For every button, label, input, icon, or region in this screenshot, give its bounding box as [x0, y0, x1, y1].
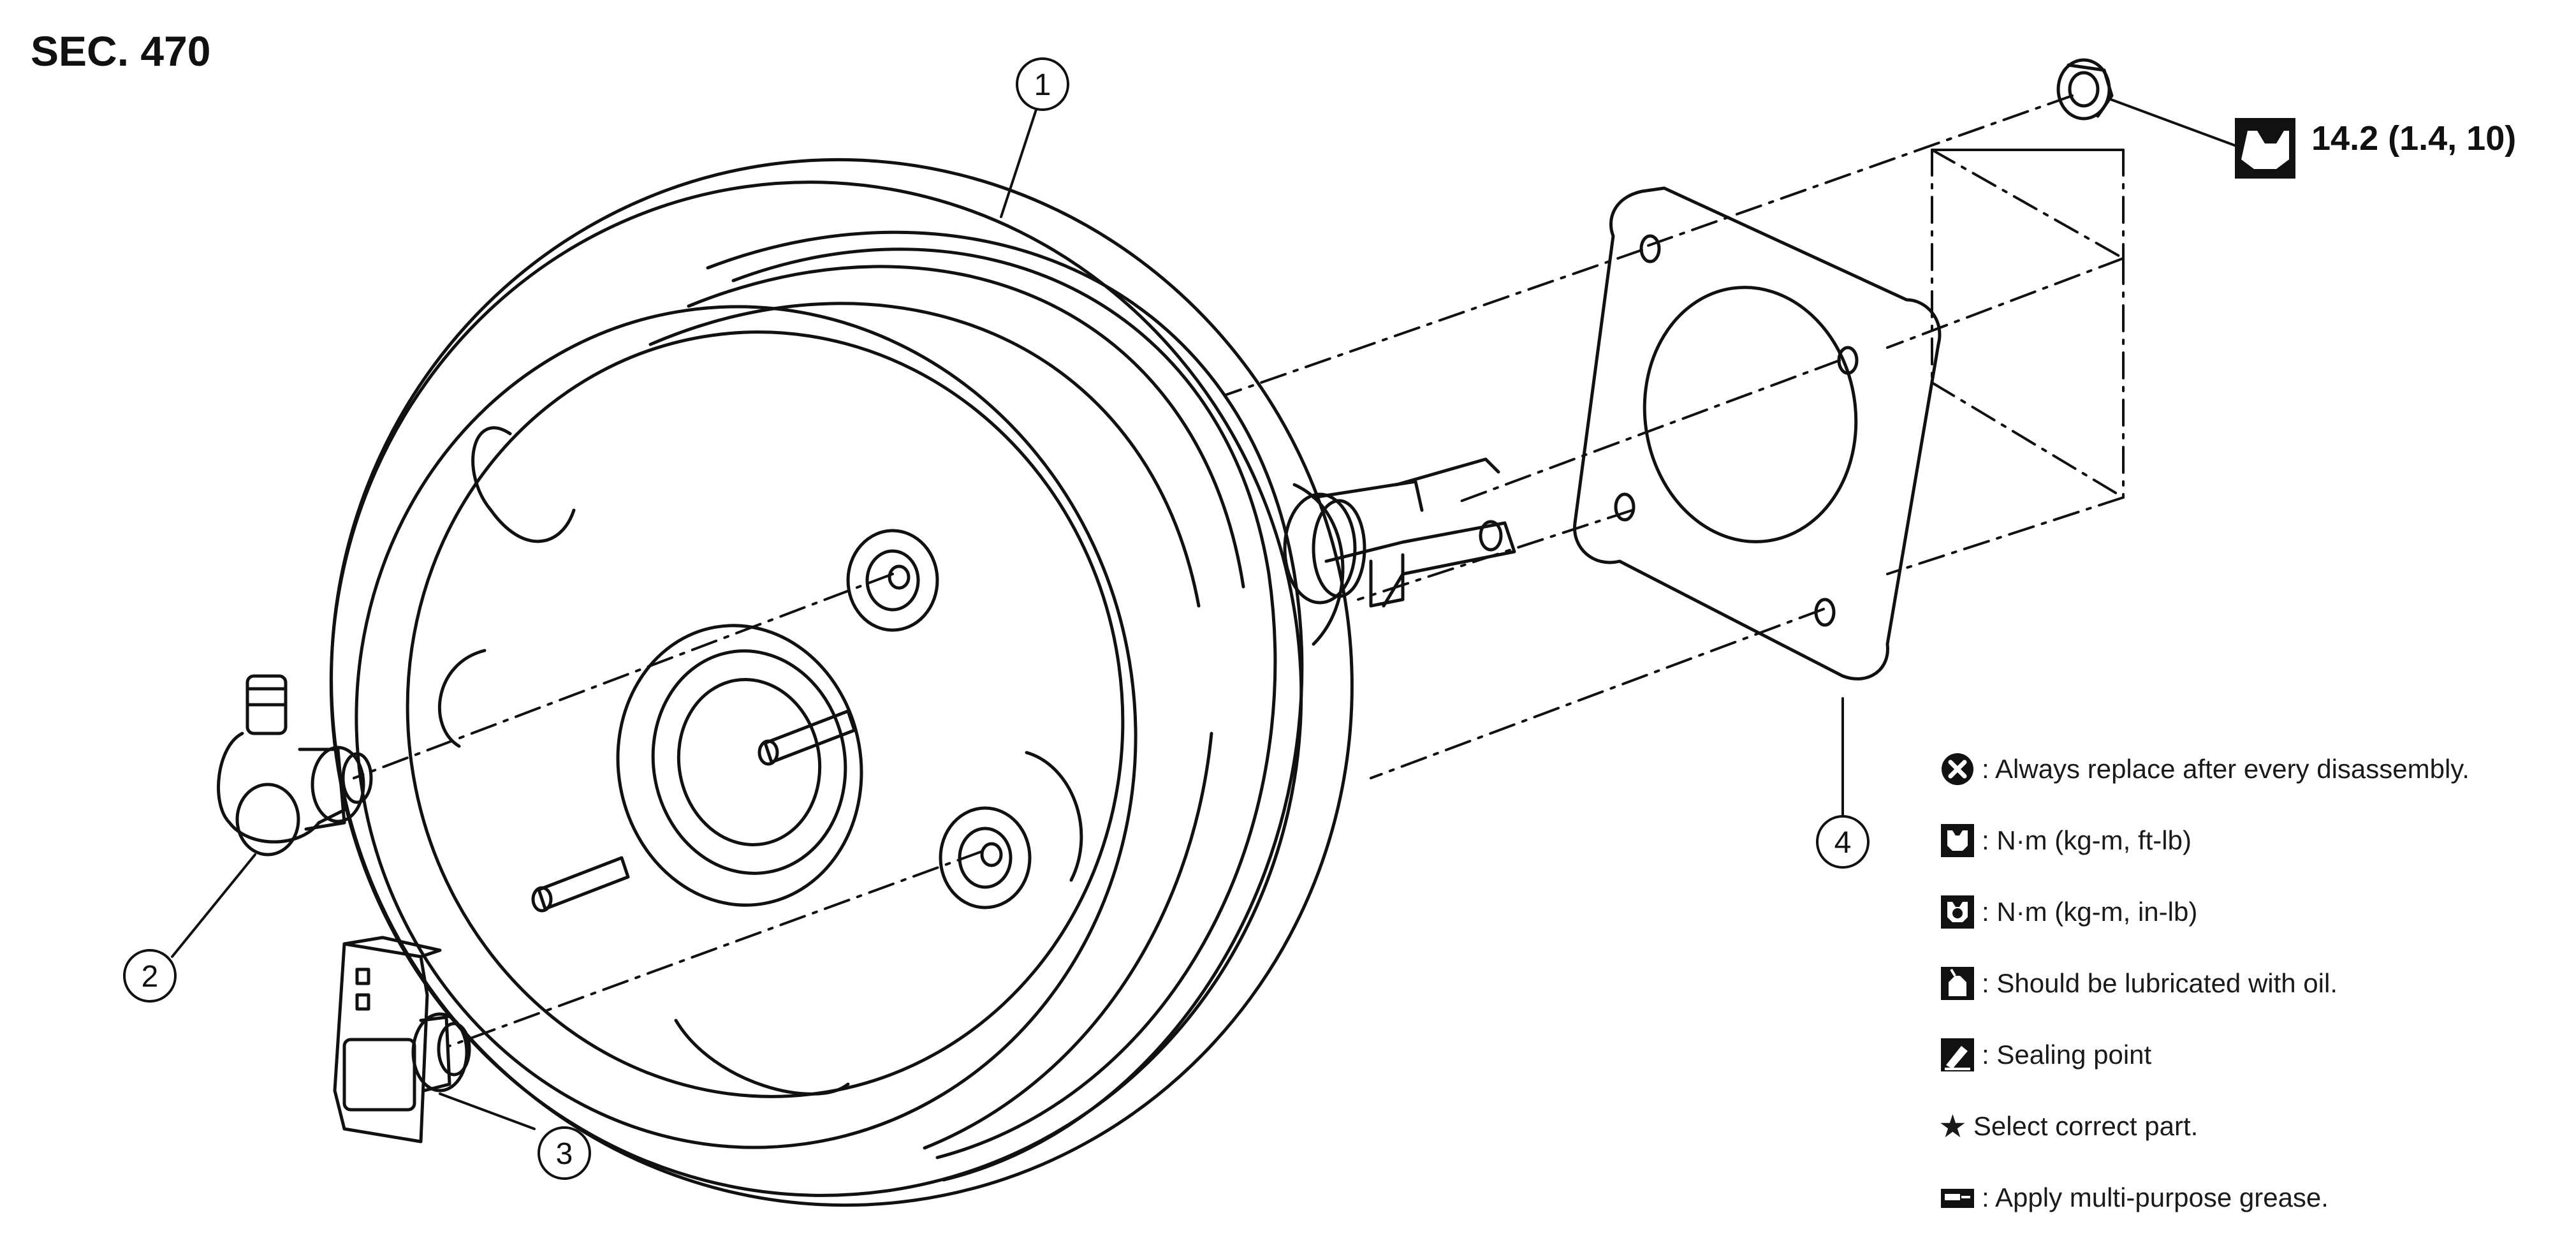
- callout-3: 3: [538, 1126, 591, 1180]
- legend-sealing-text: : Sealing point: [1982, 1040, 2152, 1070]
- legend-torque-inlb-text: : N·m (kg-m, in-lb): [1982, 897, 2198, 927]
- x-circle-icon: [1938, 751, 1977, 787]
- legend-grease-text: : Apply multi-purpose grease.: [1982, 1182, 2329, 1212]
- svg-text:3: 3: [556, 1137, 573, 1171]
- legend-row-replace: : Always replace after every disassembly…: [1938, 733, 2570, 805]
- legend-row-select: ★ Select correct part.: [1938, 1091, 2570, 1162]
- grease-gun-icon: [1938, 1180, 1977, 1216]
- legend-row-oil: : Should be lubricated with oil.: [1938, 948, 2570, 1019]
- legend-row-torque-inlb: : N·m (kg-m, in-lb): [1938, 876, 2570, 948]
- vacuum-connector-part-2: [217, 674, 373, 857]
- oil-can-icon: [1938, 966, 1977, 1001]
- svg-text:4: 4: [1834, 826, 1852, 860]
- flange-nut: [2056, 58, 2114, 121]
- wrench-socket-filled-icon: [1938, 894, 1977, 930]
- gasket-part-4: [1573, 186, 1942, 681]
- torque-wrench-icon: [2235, 118, 2295, 179]
- svg-text:2: 2: [142, 960, 159, 994]
- callout-4: 4: [1816, 815, 1870, 869]
- mounting-phantom-lines: [353, 94, 2125, 1047]
- legend-row-grease: : Apply multi-purpose grease.: [1938, 1162, 2570, 1233]
- brake-booster-body: [329, 158, 1516, 1207]
- sealant-tube-icon: [1938, 1037, 1977, 1073]
- torque-spec: 14.2 (1.4, 10): [2311, 119, 2517, 158]
- legend-row-torque-ftlb: : N·m (kg-m, ft-lb): [1938, 805, 2570, 876]
- callout-2: 2: [123, 949, 177, 1003]
- callout-leaders: [171, 98, 2236, 1130]
- legend-replace-text: : Always replace after every disassembly…: [1982, 754, 2470, 784]
- callout-1: 1: [1016, 57, 1069, 111]
- pressure-sensor-part-3: [333, 936, 471, 1144]
- legend-select-text: Select correct part.: [1973, 1111, 2199, 1141]
- legend-oil-text: : Should be lubricated with oil.: [1982, 968, 2338, 998]
- wrench-socket-icon: [1938, 823, 1977, 858]
- legend-torque-ftlb-text: : N·m (kg-m, ft-lb): [1982, 825, 2192, 855]
- section-label: SEC. 470: [31, 27, 211, 75]
- svg-text:1: 1: [1034, 68, 1051, 102]
- legend-row-sealing: : Sealing point: [1938, 1019, 2570, 1091]
- legend: : Always replace after every disassembly…: [1938, 733, 2570, 1233]
- star-icon: ★: [1938, 1108, 1967, 1144]
